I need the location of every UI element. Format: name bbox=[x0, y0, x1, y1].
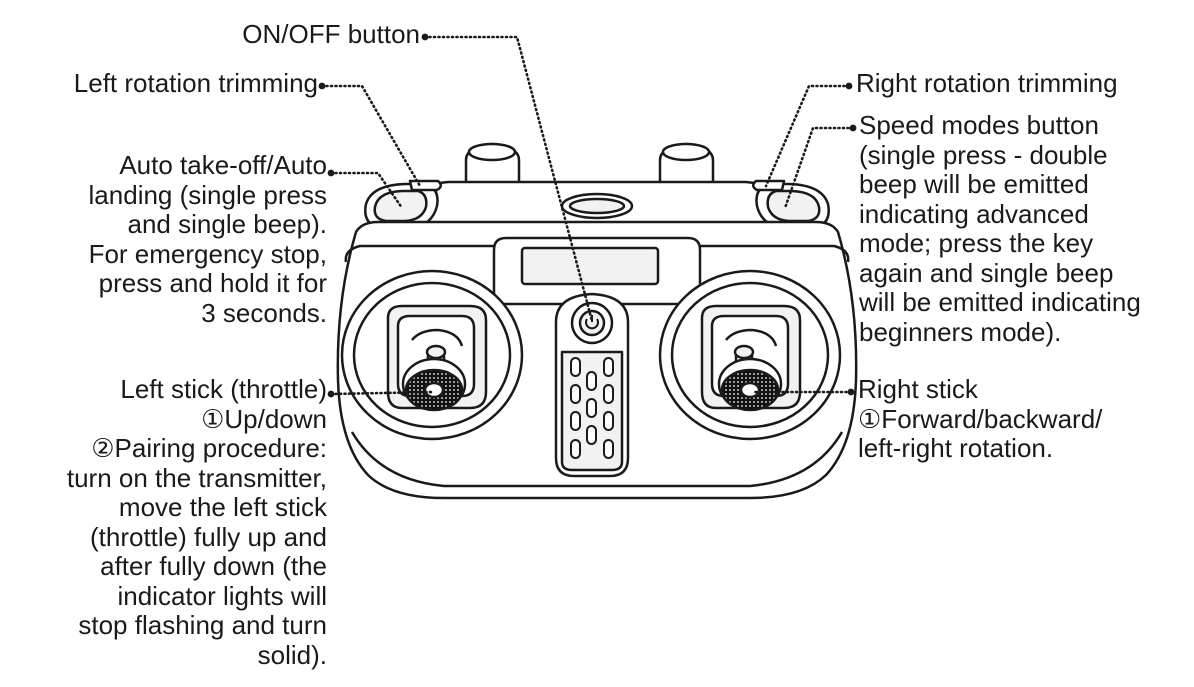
display-screen bbox=[520, 246, 660, 286]
right-trim-label: Right rotation trimming bbox=[856, 68, 1118, 98]
leader-auto-takeoff bbox=[329, 171, 404, 210]
leader-lines bbox=[320, 35, 855, 396]
indicator-lights bbox=[570, 357, 614, 459]
auto-takeoff-label: Auto take-off/Auto landing (single press… bbox=[88, 150, 327, 328]
left-trim-label: Left rotation trimming bbox=[73, 68, 318, 98]
leader-on-off bbox=[423, 35, 594, 323]
right-stick-label: Right stick ①Forward/backward/ left-righ… bbox=[858, 374, 1103, 463]
leader-left-stick bbox=[329, 390, 436, 396]
transmitter bbox=[336, 142, 858, 500]
left-trim-button[interactable] bbox=[408, 179, 442, 192]
leader-right-trim bbox=[764, 84, 851, 188]
speed-modes-label: Speed modes button (single press - doubl… bbox=[859, 110, 1141, 347]
on-off-button[interactable] bbox=[570, 301, 614, 345]
left-stick-label: Left stick (throttle) ①Up/down ②Pairing … bbox=[66, 374, 327, 670]
leader-dots bbox=[318, 33, 857, 398]
leader-left-trim bbox=[320, 84, 422, 188]
on-off-label: ON/OFF button bbox=[242, 19, 420, 49]
right-stick[interactable] bbox=[717, 357, 783, 412]
left-stick[interactable] bbox=[401, 357, 467, 412]
leader-speed-modes bbox=[783, 126, 855, 210]
right-trim-button[interactable] bbox=[752, 179, 786, 192]
